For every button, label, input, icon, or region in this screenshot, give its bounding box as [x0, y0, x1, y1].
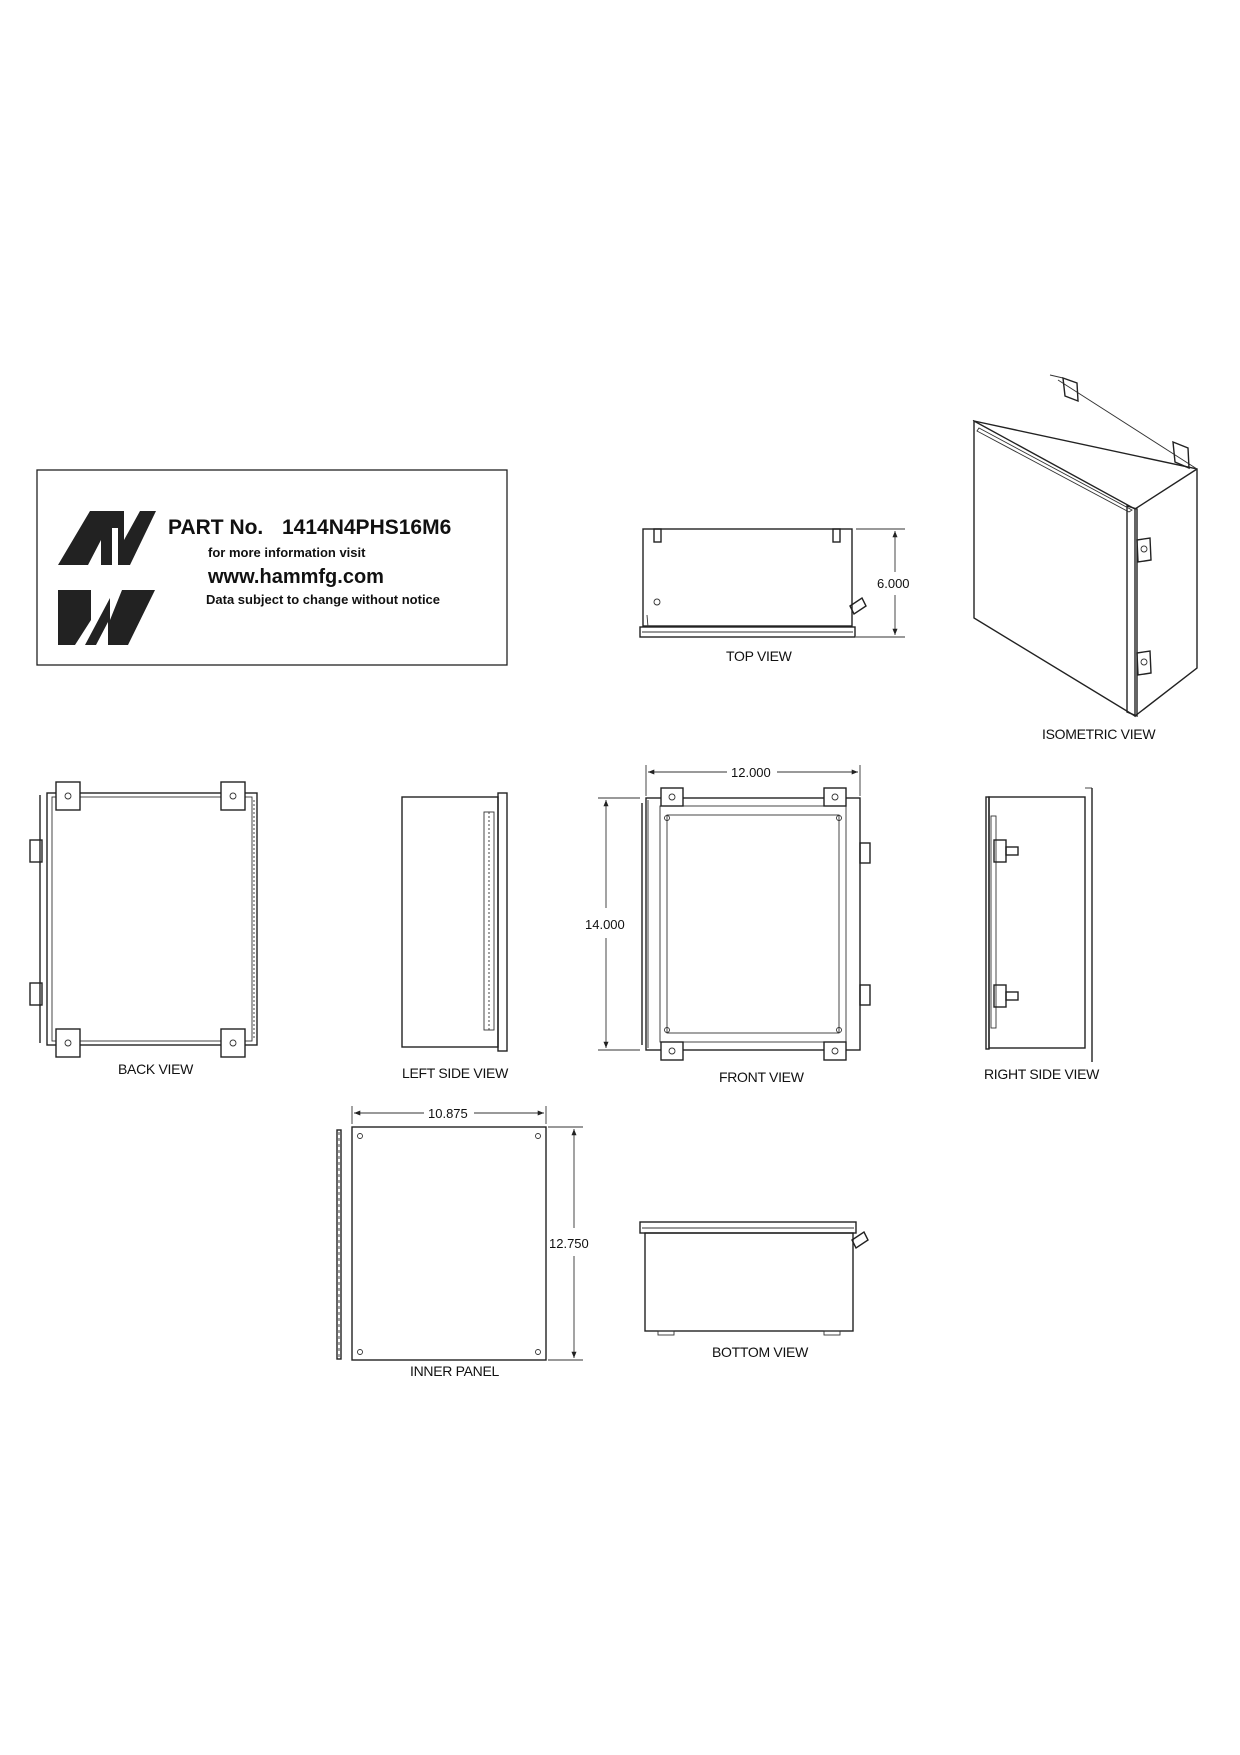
right-side-view-label: RIGHT SIDE VIEW	[984, 1066, 1100, 1082]
hammond-logo	[58, 511, 156, 645]
dim-panel-height: 12.750	[549, 1236, 589, 1251]
part-number: 1414N4PHS16M6	[282, 516, 451, 539]
info-text: for more information visit	[208, 545, 366, 560]
back-view-label: BACK VIEW	[118, 1061, 194, 1077]
dim-panel-width: 10.875	[428, 1106, 468, 1121]
bottom-view: BOTTOM VIEW	[639, 1221, 869, 1360]
inner-panel-label: INNER PANEL	[410, 1363, 500, 1379]
left-side-view: LEFT SIDE VIEW	[401, 792, 509, 1081]
title-block-border	[36, 469, 508, 666]
right-side-view: RIGHT SIDE VIEW	[984, 787, 1100, 1082]
left-side-view-label: LEFT SIDE VIEW	[402, 1065, 509, 1081]
back-view: BACK VIEW	[29, 781, 258, 1077]
front-view: 12.000 14.000 FRONT VIEW	[585, 765, 871, 1085]
inner-panel-view: 10.875 12.750 INNER PANEL	[336, 1106, 589, 1379]
front-view-label: FRONT VIEW	[719, 1069, 805, 1085]
part-label: PART No.	[168, 516, 263, 539]
title-block: PART No. 1414N4PHS16M6 for more informat…	[36, 469, 508, 666]
isometric-view-label: ISOMETRIC VIEW	[1042, 726, 1156, 742]
disclaimer-text: Data subject to change without notice	[206, 592, 440, 607]
dim-depth: 6.000	[877, 576, 910, 591]
dim-width: 12.000	[731, 765, 771, 780]
bottom-view-label: BOTTOM VIEW	[712, 1344, 809, 1360]
top-view: 6.000 TOP VIEW	[639, 528, 910, 664]
top-view-label: TOP VIEW	[726, 648, 793, 664]
isometric-view: ISOMETRIC VIEW	[972, 374, 1198, 742]
website-link[interactable]: www.hammfg.com	[207, 566, 384, 588]
dim-height: 14.000	[585, 917, 625, 932]
